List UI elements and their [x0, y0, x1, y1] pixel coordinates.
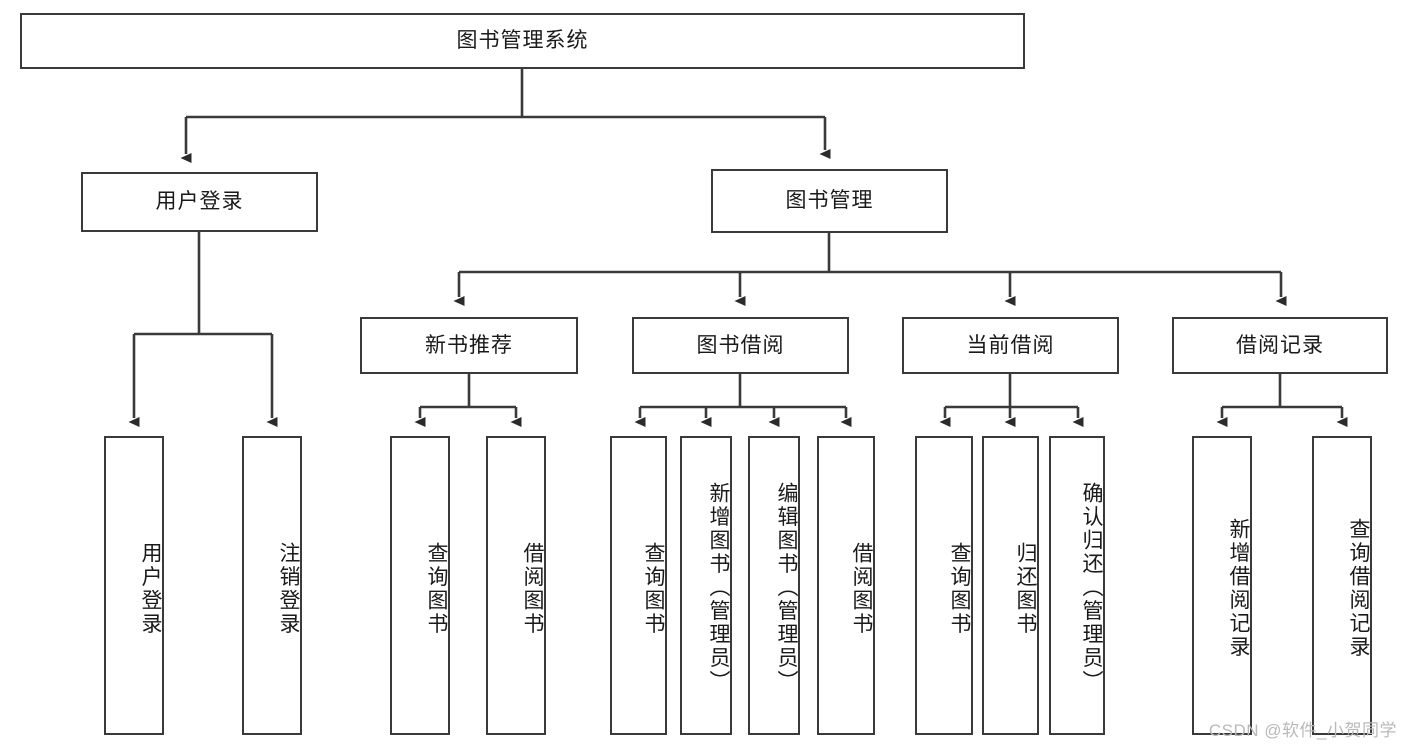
node-user-login[interactable]: 用户登录	[81, 172, 318, 232]
node-leaf-borrow-book-1-label: 借阅图书	[521, 541, 544, 636]
node-leaf-query-book-2[interactable]: 查询图书	[610, 436, 667, 735]
node-leaf-query-book-1-label: 查询图书	[425, 541, 448, 636]
node-leaf-confirm-return[interactable]: 确认归还（管理员）	[1049, 436, 1105, 735]
node-leaf-query-book-3[interactable]: 查询图书	[915, 436, 973, 735]
node-leaf-borrow-book-1[interactable]: 借阅图书	[486, 436, 546, 735]
node-leaf-user-login[interactable]: 用户登录	[104, 436, 164, 735]
node-new-book-recommend[interactable]: 新书推荐	[360, 317, 578, 374]
node-leaf-borrow-book-2[interactable]: 借阅图书	[817, 436, 875, 735]
node-leaf-logout-login[interactable]: 注销登录	[242, 436, 302, 735]
node-current-borrow[interactable]: 当前借阅	[902, 317, 1119, 374]
node-leaf-edit-book-label: 编辑图书（管理员）	[775, 482, 798, 694]
node-leaf-add-book-label: 新增图书（管理员）	[707, 482, 730, 694]
node-leaf-edit-book[interactable]: 编辑图书（管理员）	[748, 436, 800, 735]
node-leaf-query-book-3-label: 查询图书	[948, 541, 971, 636]
node-leaf-query-book-2-label: 查询图书	[642, 541, 665, 636]
node-leaf-return-book[interactable]: 归还图书	[982, 436, 1039, 735]
node-leaf-add-record[interactable]: 新增借阅记录	[1192, 436, 1252, 735]
node-leaf-return-book-label: 归还图书	[1014, 541, 1037, 636]
node-user-login-label: 用户登录	[155, 190, 244, 214]
node-book-manage[interactable]: 图书管理	[711, 169, 948, 233]
node-leaf-user-login-label: 用户登录	[139, 541, 162, 636]
node-book-borrow-label: 图书借阅	[696, 333, 785, 357]
node-leaf-add-book[interactable]: 新增图书（管理员）	[680, 436, 732, 735]
node-leaf-logout-login-label: 注销登录	[277, 541, 300, 636]
node-leaf-borrow-book-2-label: 借阅图书	[850, 541, 873, 636]
node-leaf-add-record-label: 新增借阅记录	[1227, 517, 1250, 659]
node-leaf-confirm-return-label: 确认归还（管理员）	[1080, 482, 1103, 694]
node-borrow-record[interactable]: 借阅记录	[1172, 317, 1388, 374]
node-current-borrow-label: 当前借阅	[966, 333, 1055, 357]
node-root[interactable]: 图书管理系统	[20, 13, 1025, 69]
node-leaf-query-record-label: 查询借阅记录	[1347, 517, 1370, 659]
node-book-borrow[interactable]: 图书借阅	[632, 317, 849, 374]
node-leaf-query-book-1[interactable]: 查询图书	[390, 436, 450, 735]
node-root-label: 图书管理系统	[456, 29, 589, 53]
node-book-manage-label: 图书管理	[785, 189, 874, 213]
node-borrow-record-label: 借阅记录	[1236, 333, 1324, 357]
node-leaf-query-record[interactable]: 查询借阅记录	[1312, 436, 1372, 735]
node-new-book-recommend-label: 新书推荐	[425, 333, 513, 357]
watermark-text: CSDN @软件_小贺同学	[1208, 721, 1397, 740]
